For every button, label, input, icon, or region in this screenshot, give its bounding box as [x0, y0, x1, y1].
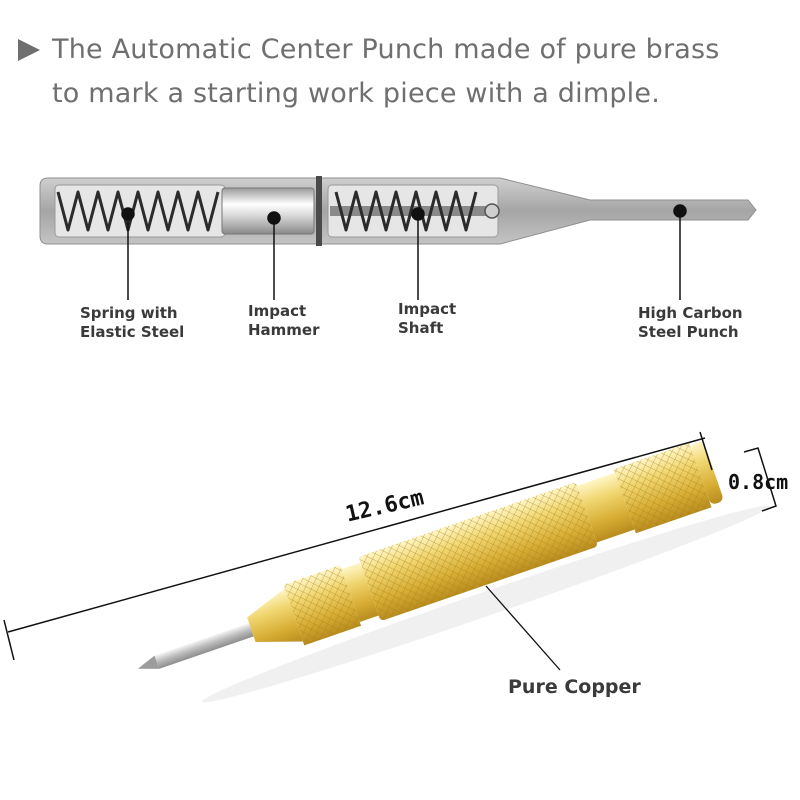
arrow-bullet-icon	[18, 39, 40, 61]
spring-coil-right	[334, 190, 478, 232]
headline-line-1: The Automatic Center Punch made of pure …	[52, 34, 720, 65]
diameter-dimension	[743, 447, 777, 512]
length-dimension	[3, 431, 713, 661]
headline-line-2: to mark a starting work piece with a dim…	[52, 78, 660, 109]
callout-markers	[121, 204, 687, 300]
headline: The Automatic Center Punch made of pure …	[18, 28, 788, 116]
steel-pin	[154, 623, 254, 669]
label-hammer: Impact Hammer	[248, 302, 320, 339]
spring-coil-left	[56, 190, 220, 232]
label-spring: Spring with Elastic Steel	[80, 304, 185, 341]
diameter-label: 0.8cm	[728, 470, 789, 494]
material-leader	[485, 585, 561, 671]
impact-hammer-part	[221, 187, 315, 235]
label-tip: High Carbon Steel Punch	[638, 304, 743, 341]
material-label: Pure Copper	[508, 676, 641, 698]
brass-punch	[137, 441, 770, 703]
label-shaft: Impact Shaft	[398, 300, 457, 337]
